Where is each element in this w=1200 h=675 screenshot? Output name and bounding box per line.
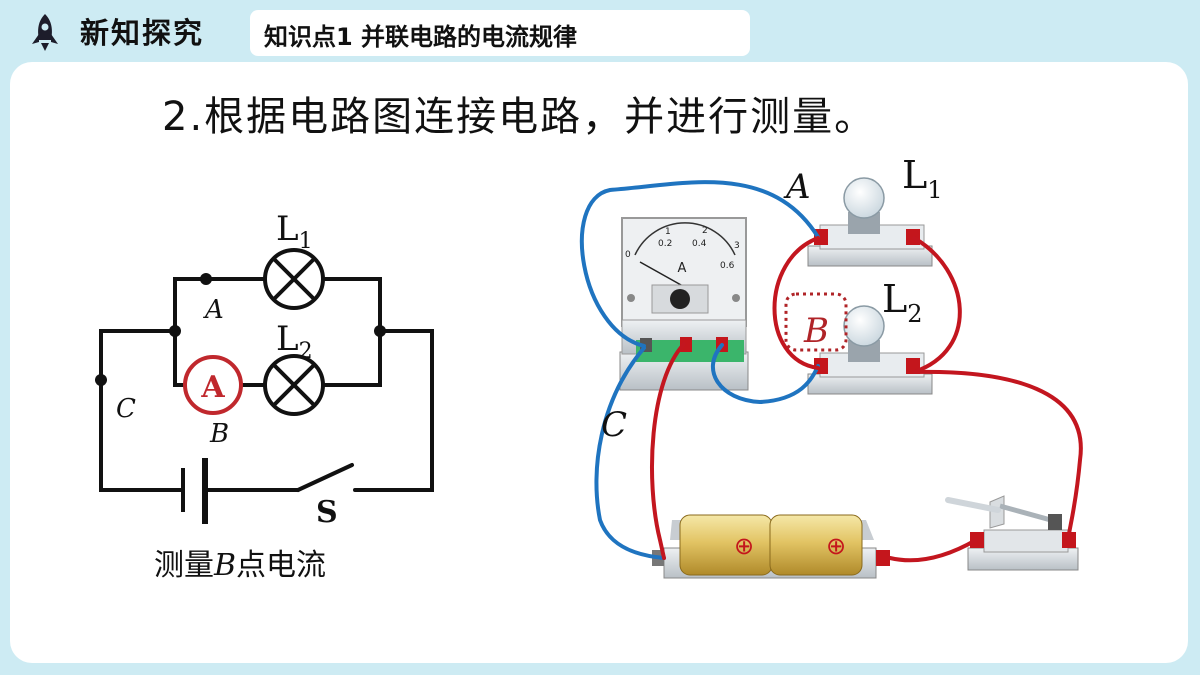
battery-box: ⊕ ⊕ bbox=[652, 514, 890, 579]
apparatus-point-b: B bbox=[803, 311, 829, 351]
schematic-l1-label: L1 bbox=[276, 209, 313, 254]
section-title: 新知探究 bbox=[80, 16, 205, 50]
ammeter-symbol bbox=[183, 355, 243, 415]
ammeter-symbol-letter: A bbox=[200, 370, 225, 405]
wire-red-ammeter bbox=[650, 342, 686, 560]
scale-bottom-1: 0.2 bbox=[658, 239, 672, 249]
wire-red-to-switch bbox=[912, 369, 1083, 542]
wire-blue-b bbox=[710, 343, 820, 405]
knife-switch bbox=[945, 495, 1079, 571]
wire-blue-c bbox=[594, 346, 666, 560]
wire-branch2 bbox=[173, 329, 382, 387]
wire-branch1 bbox=[173, 277, 382, 333]
scale-top-3: 3 bbox=[734, 241, 740, 251]
junction-dot-right bbox=[374, 325, 386, 337]
wire-red-battery-switch bbox=[888, 538, 978, 563]
topic-box: 知识点1 并联电路的电流规律 bbox=[250, 10, 750, 56]
scale-top-1: 1 bbox=[665, 227, 671, 237]
battery-plus-1: ⊕ bbox=[734, 532, 754, 560]
junction-dot-a bbox=[200, 273, 212, 285]
junction-dot-left bbox=[169, 325, 181, 337]
schematic-point-c: C bbox=[116, 394, 136, 424]
schematic-point-b: B bbox=[209, 419, 229, 449]
header-bar: 新知探究 知识点1 并联电路的电流规律 bbox=[0, 0, 1200, 62]
wire-outer-left bbox=[99, 329, 185, 492]
schematic-point-a: A bbox=[203, 295, 224, 325]
apparatus-l2-label: L2 bbox=[882, 277, 923, 328]
switch-label: S bbox=[316, 495, 338, 530]
meter-letter: A bbox=[678, 261, 687, 276]
schematic-caption: 测量B点电流 bbox=[154, 548, 327, 583]
scale-bottom-3: 0.6 bbox=[720, 261, 735, 271]
scale-top-2: 2 bbox=[702, 226, 708, 236]
rocket-icon bbox=[32, 14, 58, 51]
wire-red-l1-l2 bbox=[772, 236, 820, 370]
topic-title: 知识点1 并联电路的电流规律 bbox=[264, 23, 578, 51]
apparatus-point-c: C bbox=[601, 405, 627, 445]
instruction-text: 2.根据电路图连接电路，并进行测量。 bbox=[162, 94, 877, 140]
lamp-l1-symbol bbox=[263, 248, 325, 310]
apparatus-point-a: A bbox=[783, 167, 811, 207]
lamp-l2-device bbox=[807, 305, 933, 395]
wire-red-right bbox=[912, 236, 962, 374]
battery-plus-2: ⊕ bbox=[826, 532, 846, 560]
schematic-l2-label: L2 bbox=[276, 319, 313, 364]
switch-blade bbox=[296, 463, 354, 492]
wire-outer-right bbox=[353, 329, 434, 492]
scale-bottom-0: 0 bbox=[625, 250, 631, 260]
junction-dot-c bbox=[95, 374, 107, 386]
ammeter-device: A 1 2 3 0 0.2 0.4 0.6 bbox=[619, 217, 749, 391]
wire-blue-a bbox=[579, 180, 820, 348]
scale-bottom-2: 0.4 bbox=[692, 239, 707, 249]
apparatus-l1-label: L1 bbox=[902, 153, 943, 204]
lamp-l1-device bbox=[807, 177, 933, 267]
point-b-highlight-box bbox=[784, 292, 848, 352]
lamp-l2-symbol bbox=[263, 354, 325, 416]
